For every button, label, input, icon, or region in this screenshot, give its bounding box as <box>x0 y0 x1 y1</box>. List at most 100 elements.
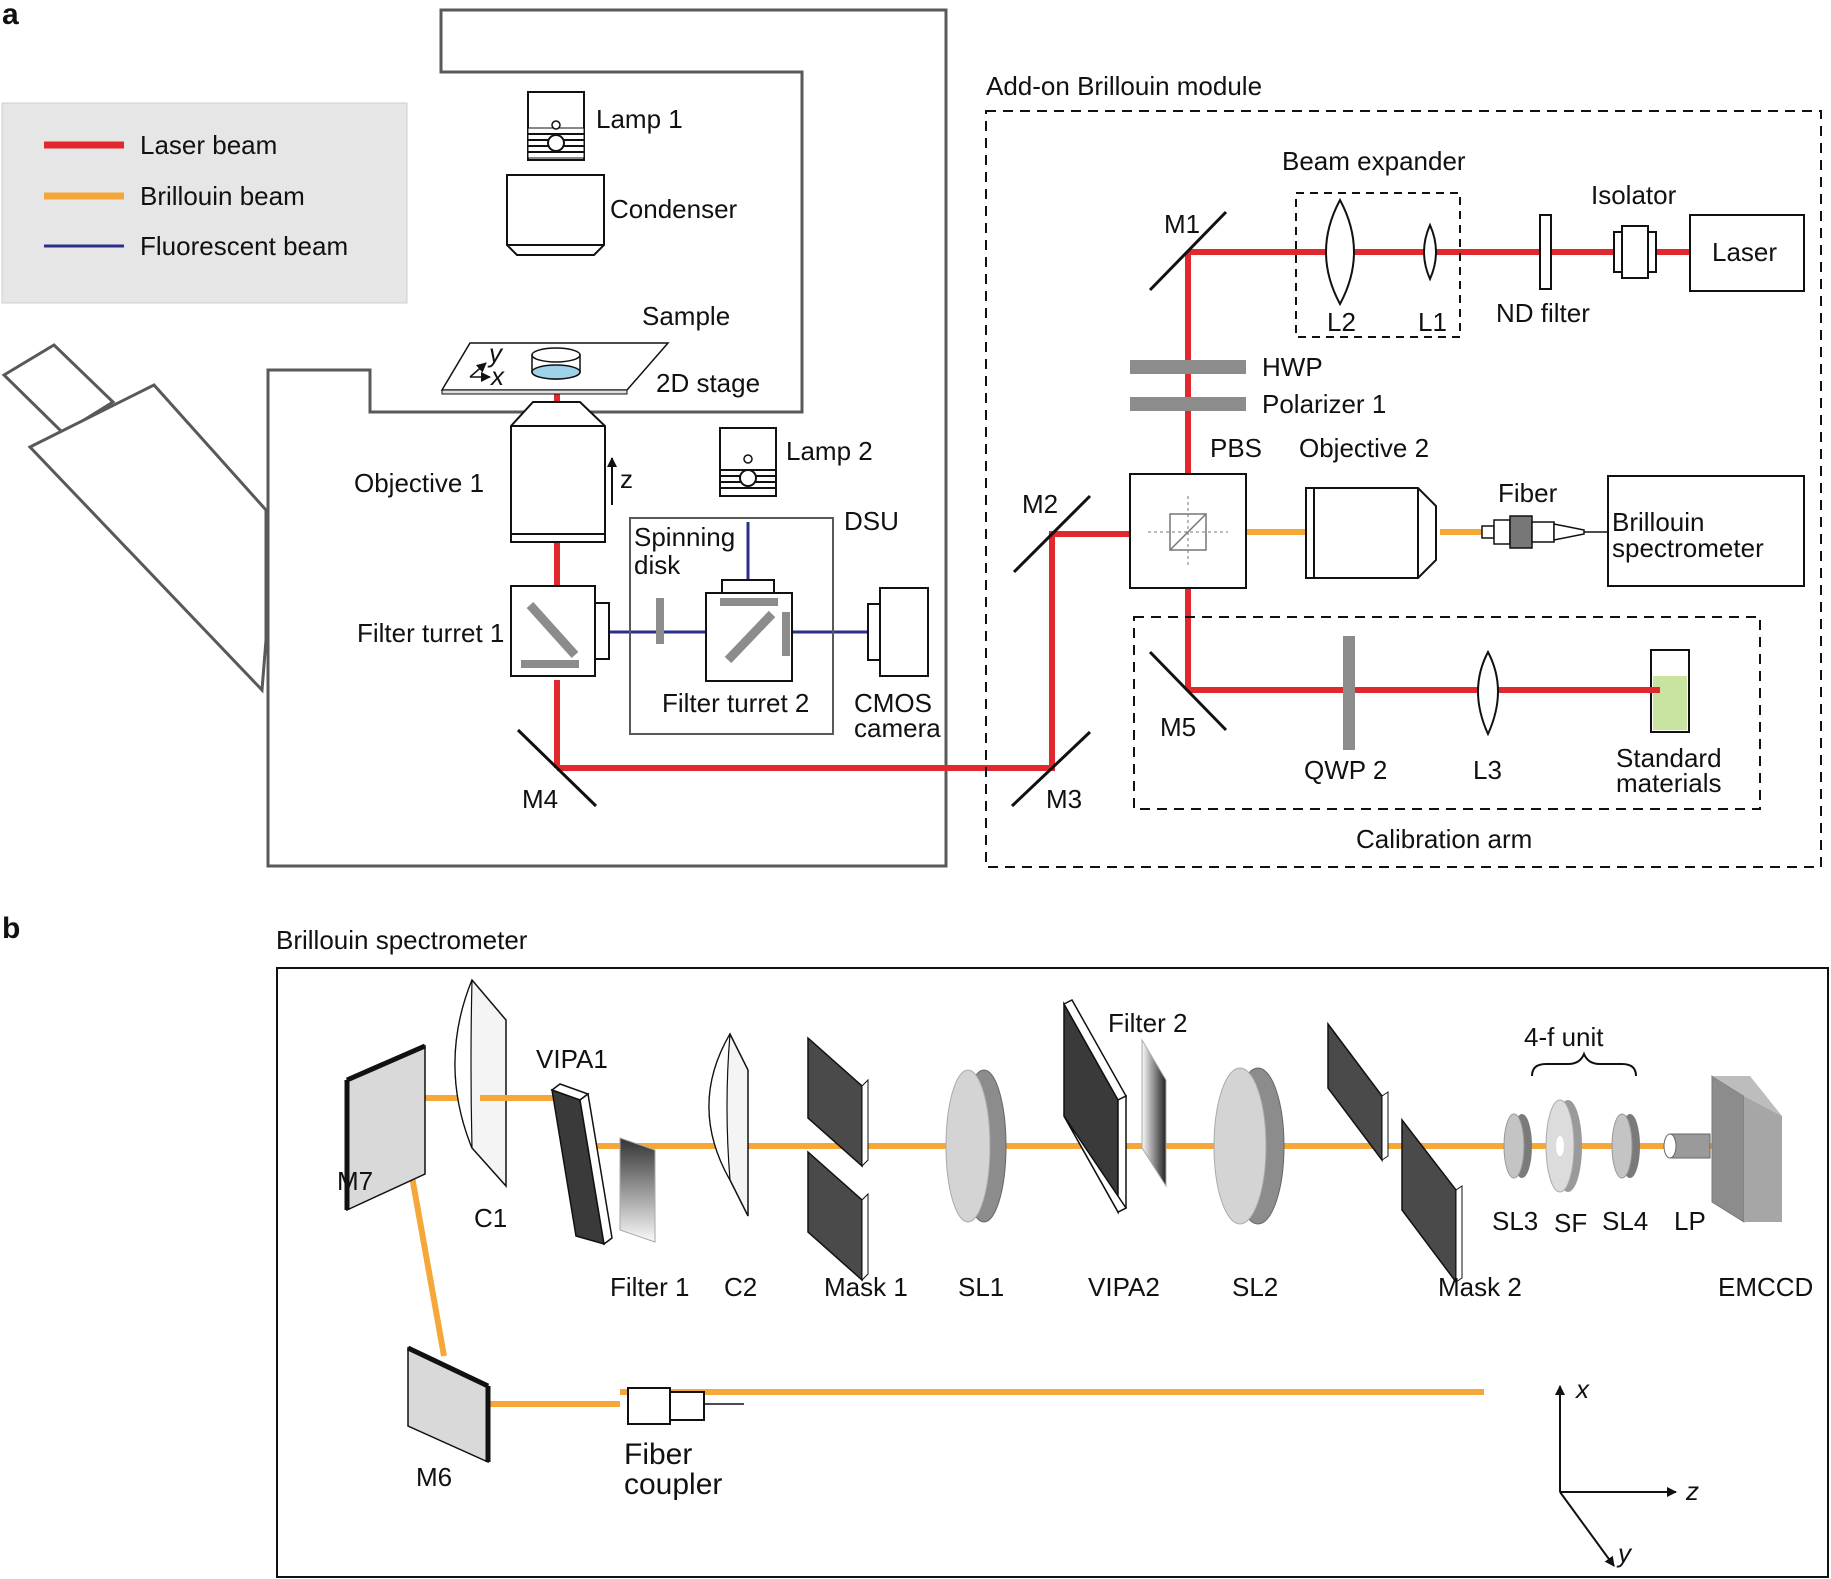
stage-label: 2D stage <box>656 368 760 398</box>
axes-indicator <box>1555 1385 1677 1567</box>
sl4-label: SL4 <box>1602 1206 1648 1236</box>
cmos-camera <box>867 587 929 677</box>
spinning-disk-label-2: disk <box>634 550 681 580</box>
sample-label: Sample <box>642 301 730 331</box>
mirror-m3 <box>1010 730 1092 808</box>
lamp2-label: Lamp 2 <box>786 436 873 466</box>
lens-sl1 <box>945 1069 1007 1223</box>
four-f-label: 4-f unit <box>1524 1022 1604 1052</box>
sl1-label: SL1 <box>958 1272 1004 1302</box>
filter1 <box>619 1137 656 1243</box>
z-axis-label: z <box>620 464 633 494</box>
m2-label: M2 <box>1022 489 1058 519</box>
filter-turret1-label: Filter turret 1 <box>357 618 504 648</box>
isolator-label: Isolator <box>1591 180 1677 210</box>
polarizer1-label: Polarizer 1 <box>1262 389 1386 419</box>
lens-l2 <box>1325 197 1355 307</box>
lp-label: LP <box>1674 1206 1706 1236</box>
filter-turret1 <box>510 585 610 677</box>
qwp2-label: QWP 2 <box>1304 755 1387 785</box>
standard-materials-cuvette <box>1650 649 1690 733</box>
hwp-label: HWP <box>1262 352 1323 382</box>
axis-z-label: z <box>1685 1476 1699 1506</box>
filter-turret2-label: Filter turret 2 <box>662 688 809 718</box>
spectrometer-box <box>1607 475 1805 587</box>
m3-label: M3 <box>1046 784 1082 814</box>
l1-label: L1 <box>1418 307 1447 337</box>
filter-turret2 <box>705 579 793 682</box>
fiber-coupler-label-1: Fiber <box>624 1438 692 1471</box>
fiber-connector <box>1481 515 1610 549</box>
spectrometer-title: Brillouin spectrometer <box>276 925 528 955</box>
calibration-arm-box <box>1133 616 1761 810</box>
c2-label: C2 <box>724 1272 757 1302</box>
spatial-filter <box>1545 1099 1582 1193</box>
nd-filter-label: ND filter <box>1496 298 1590 328</box>
fiber-label: Fiber <box>1498 478 1558 508</box>
standard-label-1: Standard <box>1616 743 1722 773</box>
vipa1 <box>550 1083 613 1246</box>
spectrometer-label-1: Brillouin <box>1612 507 1705 537</box>
stage-y-label: y <box>487 338 504 368</box>
lens-l3 <box>1477 649 1499 737</box>
mask2 <box>1327 1021 1463 1285</box>
c1-label: C1 <box>474 1203 507 1233</box>
module-box <box>985 110 1822 868</box>
dsu-box <box>629 517 834 735</box>
m6-label: M6 <box>416 1462 452 1492</box>
legend-laser-label: Laser beam <box>140 130 277 160</box>
lens-sl3 <box>1503 1113 1532 1179</box>
eyepiece-tube-upper <box>1 343 116 435</box>
axis-y-label: y <box>1616 1538 1633 1568</box>
dsu-label: DSU <box>844 506 899 536</box>
cmos-label-2: camera <box>854 713 941 743</box>
hwp <box>1130 360 1246 374</box>
lens-c2 <box>708 1032 749 1217</box>
objective1-label: Objective 1 <box>354 468 484 498</box>
four-f-brace <box>1531 1051 1637 1077</box>
filter1-label: Filter 1 <box>610 1272 689 1302</box>
calibration-arm-label: Calibration arm <box>1356 824 1532 854</box>
laser-beam-m4-m3-m2 <box>557 531 1130 771</box>
spectrometer-label-2: spectrometer <box>1612 533 1764 563</box>
lens-sl4 <box>1611 1113 1640 1179</box>
spinning-disk-label-1: Spinning <box>634 522 735 552</box>
fiber-coupler <box>627 1387 744 1425</box>
vipa1-label: VIPA1 <box>536 1044 608 1074</box>
m1-label: M1 <box>1164 209 1200 239</box>
sf-label: SF <box>1554 1208 1587 1238</box>
emccd-label: EMCCD <box>1718 1272 1813 1302</box>
legend-box <box>1 102 408 304</box>
axis-y-arrow <box>1559 1491 1615 1567</box>
laser-label: Laser <box>1712 237 1777 267</box>
condenser-label: Condenser <box>610 194 738 224</box>
lamp1-label: Lamp 1 <box>596 104 683 134</box>
vipa2 <box>1062 999 1128 1215</box>
mask1 <box>807 1036 869 1282</box>
emccd <box>1711 1075 1782 1223</box>
sl3-label: SL3 <box>1492 1206 1538 1236</box>
pbs-label: PBS <box>1210 433 1262 463</box>
eyepiece <box>1 343 268 694</box>
lens-l1 <box>1423 222 1437 282</box>
qwp2 <box>1343 636 1355 750</box>
beam-expander-label: Beam expander <box>1282 146 1466 176</box>
mirror-m2 <box>1012 494 1092 574</box>
pbs <box>1129 473 1247 589</box>
long-pass-filter <box>1663 1133 1711 1159</box>
m5-label: M5 <box>1160 712 1196 742</box>
polarizer1 <box>1130 397 1246 411</box>
axis-x-label: x <box>1574 1374 1590 1404</box>
mask1-label: Mask 1 <box>824 1272 908 1302</box>
condenser <box>506 174 605 256</box>
stage-x-label: x <box>489 361 505 391</box>
panel-a-label: a <box>2 0 19 31</box>
filter2-label: Filter 2 <box>1108 1008 1187 1038</box>
stage-y-arrow <box>469 362 487 378</box>
laser-box <box>1689 214 1805 292</box>
l3-label: L3 <box>1473 755 1502 785</box>
mask2-label: Mask 2 <box>1438 1272 1522 1302</box>
nd-filter <box>1539 214 1552 290</box>
lens-sl2 <box>1213 1067 1285 1225</box>
